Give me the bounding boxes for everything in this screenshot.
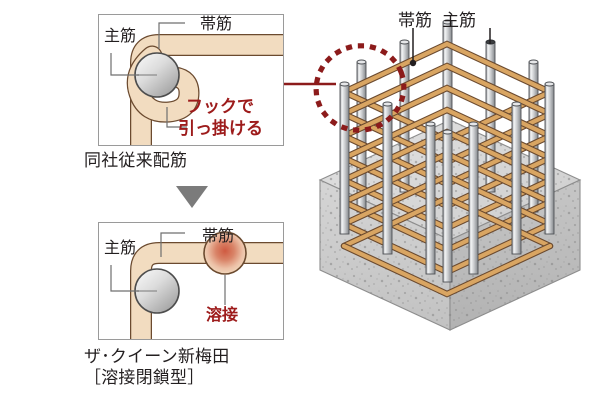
rebar-cage-illustration xyxy=(284,0,600,360)
hoop-bar-welded xyxy=(130,242,283,339)
caption-welded: ザ･クイーン新梅田 ［溶接閉鎖型］ xyxy=(84,346,229,388)
legacy-detail-drawing xyxy=(110,22,283,145)
main-bars-front xyxy=(339,81,555,283)
cage-label-hoop: 帯筋 xyxy=(398,11,432,30)
leader-dot-cage-hoop xyxy=(409,59,417,67)
leader-line-hook-note xyxy=(166,107,187,128)
legacy-note-hook-line2: 引っ掛ける xyxy=(178,119,263,138)
legacy-label-main-bar: 主筋 xyxy=(104,28,137,45)
leader-line-hoop-welded xyxy=(160,232,185,257)
panel-welded-rebar xyxy=(98,222,284,340)
welded-label-hoop: 帯筋 xyxy=(202,228,235,245)
cage-label-main-bar: 主筋 xyxy=(442,11,476,30)
main-bar-section-welded xyxy=(134,268,180,314)
caption-welded-line1: ザ･クイーン新梅田 xyxy=(84,347,230,366)
legacy-note-hook-line1: フックで xyxy=(186,97,254,116)
cage-label-group: 帯筋主筋 xyxy=(398,6,476,31)
flow-arrow-down-icon xyxy=(176,186,208,208)
leader-line-main-bar-legacy xyxy=(110,53,139,76)
leader-line-main-bar-welded xyxy=(110,265,139,292)
leader-line-hoop-legacy xyxy=(158,22,185,49)
caption-legacy: 同社従来配筋 xyxy=(84,151,188,170)
panel-legacy-rebar xyxy=(98,14,284,146)
callout-dotted-ellipse xyxy=(313,43,407,133)
weld-spot xyxy=(203,231,247,275)
legacy-label-hoop: 帯筋 xyxy=(200,16,233,33)
welded-label-main-bar: 主筋 xyxy=(104,240,137,257)
caption-welded-line2: ［溶接閉鎖型］ xyxy=(84,368,205,387)
welded-detail-drawing xyxy=(110,231,283,339)
welded-note-weld: 溶接 xyxy=(206,307,239,324)
main-bar-section-legacy xyxy=(134,52,180,98)
